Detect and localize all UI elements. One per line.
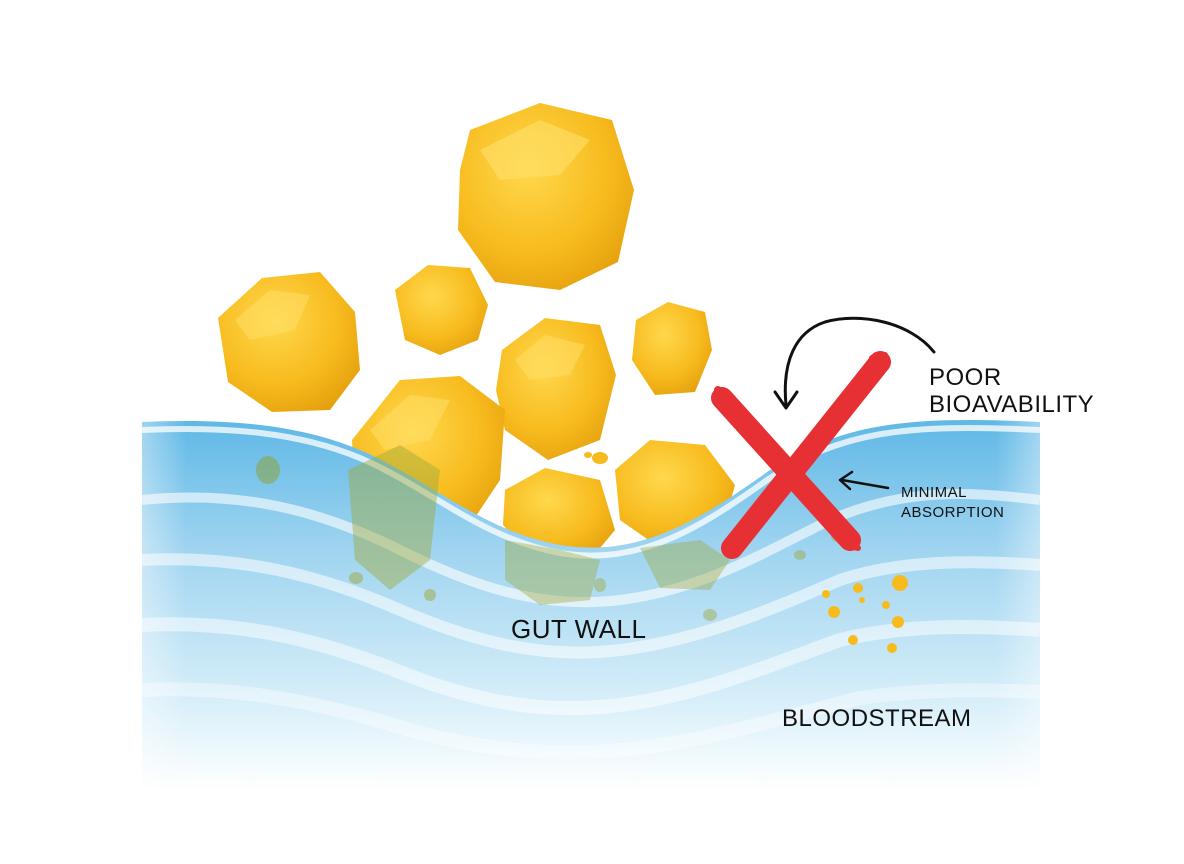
label-line: MINIMAL bbox=[901, 483, 1004, 503]
minimal-absorption-label: MINIMAL ABSORPTION bbox=[901, 483, 1004, 523]
label-line: BIOAVABILITY bbox=[929, 391, 1094, 418]
label-line: POOR bbox=[929, 364, 1094, 391]
gut-wall-label: GUT WALL bbox=[511, 614, 646, 645]
poor-bioavailability-label: POOR BIOAVABILITY bbox=[929, 364, 1094, 418]
label-line: ABSORPTION bbox=[901, 503, 1004, 523]
gut-wall bbox=[142, 410, 1040, 795]
particle bbox=[632, 302, 712, 395]
particle bbox=[395, 265, 488, 355]
bloodstream-label: BLOODSTREAM bbox=[782, 705, 972, 733]
